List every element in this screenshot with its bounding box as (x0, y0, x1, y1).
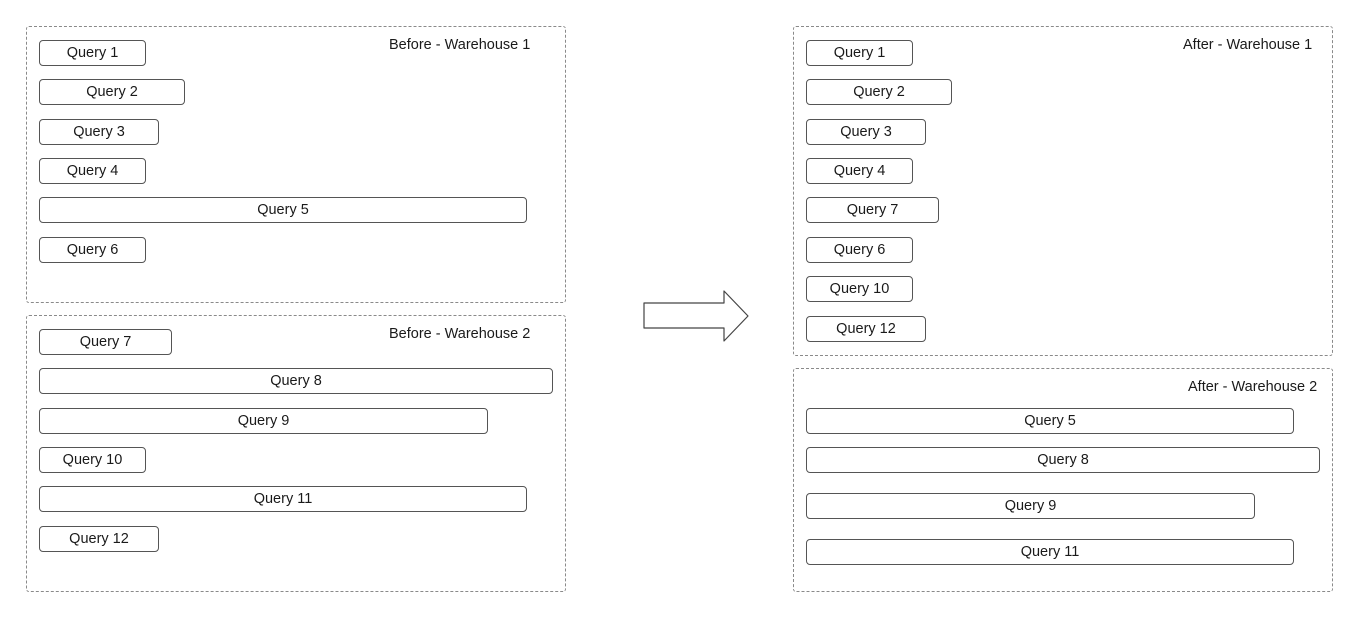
query-bar: Query 3 (39, 119, 159, 145)
panel-before-warehouse-1: Before - Warehouse 1 Query 1 Query 2 Que… (26, 26, 566, 303)
query-bar: Query 6 (806, 237, 913, 263)
query-bar: Query 11 (806, 539, 1294, 565)
query-bar: Query 8 (39, 368, 553, 394)
panel-title: After - Warehouse 2 (1188, 379, 1318, 395)
query-bar: Query 1 (806, 40, 913, 66)
query-bar: Query 3 (806, 119, 926, 145)
query-bar: Query 10 (806, 276, 913, 302)
query-bar: Query 6 (39, 237, 146, 263)
query-bar: Query 11 (39, 486, 527, 512)
query-bar: Query 7 (39, 329, 172, 355)
query-bar: Query 4 (806, 158, 913, 184)
query-bar: Query 10 (39, 447, 146, 473)
panel-title: Before - Warehouse 1 (389, 37, 531, 53)
query-bar: Query 9 (806, 493, 1255, 519)
query-bar: Query 9 (39, 408, 488, 434)
right-arrow-icon (643, 290, 749, 342)
panel-after-warehouse-2: After - Warehouse 2 Query 5 Query 8 Quer… (793, 368, 1333, 592)
query-bar: Query 7 (806, 197, 939, 223)
panel-after-warehouse-1: After - Warehouse 1 Query 1 Query 2 Quer… (793, 26, 1333, 356)
query-bar: Query 8 (806, 447, 1320, 473)
query-bar: Query 12 (806, 316, 926, 342)
panel-title: Before - Warehouse 2 (389, 326, 531, 342)
panel-title: After - Warehouse 1 (1183, 37, 1313, 53)
panel-before-warehouse-2: Before - Warehouse 2 Query 7 Query 8 Que… (26, 315, 566, 592)
query-bar: Query 1 (39, 40, 146, 66)
query-bar: Query 4 (39, 158, 146, 184)
query-bar: Query 2 (39, 79, 185, 105)
query-bar: Query 12 (39, 526, 159, 552)
query-bar: Query 5 (39, 197, 527, 223)
query-bar: Query 2 (806, 79, 952, 105)
query-bar: Query 5 (806, 408, 1294, 434)
